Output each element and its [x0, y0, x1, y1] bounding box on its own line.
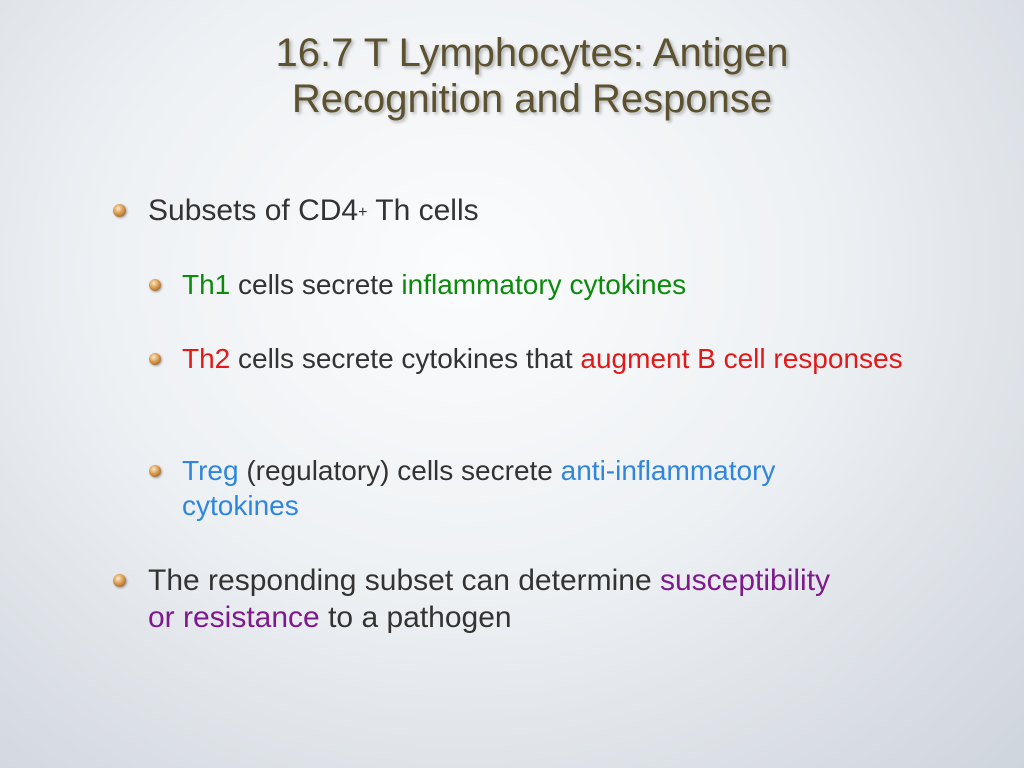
- title-line-2: Recognition and Response: [291, 77, 773, 121]
- th2-text: cells secrete cytokines that: [230, 343, 581, 374]
- bullet-th1: Th1 cells secrete inflammatory cytokines: [149, 267, 992, 302]
- treg-text: (regulatory) cells secrete: [238, 455, 561, 486]
- bullet-text: Subsets of CD4: [148, 194, 359, 227]
- treg-emphasis: anti-inflammatory cytokines: [182, 455, 776, 521]
- bullet-icon: [149, 353, 161, 365]
- responding-text: The responding subset can determine: [148, 564, 660, 597]
- th1-label: Th1: [182, 269, 231, 300]
- responding-emphasis: susceptibility or resistance: [148, 564, 831, 634]
- superscript-plus: +: [358, 204, 368, 221]
- bullet-th2: Th2 cells secrete cytokines that augment…: [149, 341, 992, 376]
- responding-text-end: to a pathogen: [319, 601, 512, 634]
- title-line-1: 16.7 T Lymphocytes: Antigen: [275, 31, 789, 75]
- bullet-text-rest: Th cells: [367, 194, 479, 227]
- slide-title: 16.7 T Lymphocytes: Antigen Recognition …: [0, 30, 1024, 122]
- bullet-subsets: Subsets of CD4+ Th cells: [113, 192, 988, 229]
- th1-text: cells secrete: [230, 269, 402, 300]
- th2-label: Th2: [182, 343, 231, 374]
- th2-emphasis: augment B cell responses: [580, 343, 903, 374]
- treg-label: Treg: [182, 455, 239, 486]
- bullet-icon: [113, 204, 126, 217]
- bullet-treg: Treg (regulatory) cells secrete anti-inf…: [149, 453, 822, 523]
- bullet-icon: [113, 574, 126, 587]
- th1-emphasis: inflammatory cytokines: [401, 269, 687, 300]
- bullet-icon: [149, 465, 161, 477]
- bullet-icon: [149, 279, 161, 291]
- bullet-responding-subset: The responding subset can determine susc…: [113, 562, 848, 636]
